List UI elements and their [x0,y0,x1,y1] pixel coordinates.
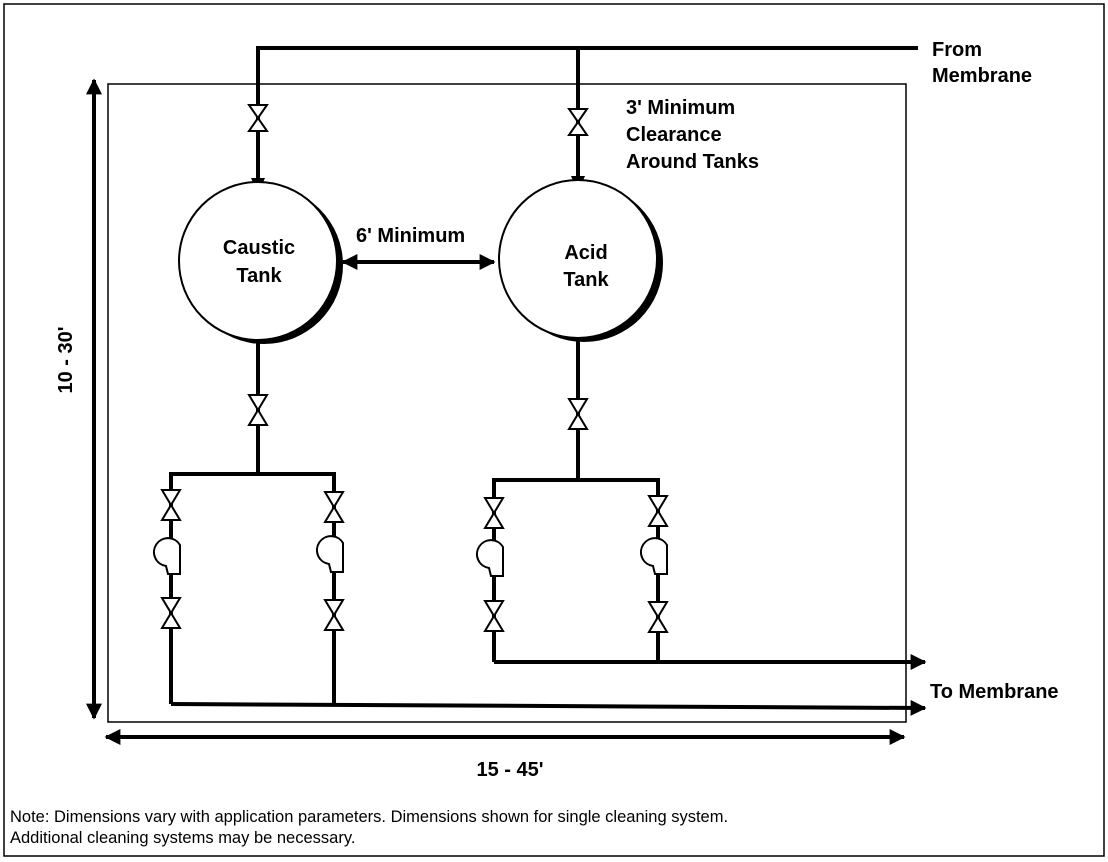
caustic-pump-manifold [169,472,336,704]
acid-pump-branch-right [639,495,669,633]
from-membrane-label: From [932,39,982,61]
note-text-2: Additional cleaning systems may be neces… [10,829,355,847]
caustic-tank-label: Caustic [223,237,295,259]
acid-tank-label-2: Tank [563,269,609,291]
acid-tank-label: Acid [564,242,607,264]
acid-tank [498,179,663,342]
caustic-tank-label-2: Tank [236,265,282,287]
acid-pump-branch-left [475,497,505,632]
note-text: Note: Dimensions vary with application p… [10,808,728,826]
valve-acid-outlet [567,398,589,430]
caustic-outlet-header [170,699,927,716]
clearance-label: 3' Minimum [626,97,735,119]
valve-acid-inlet [567,108,589,136]
clearance-boundary [107,83,907,723]
clearance-label-2: Clearance [626,124,722,146]
clearance-label-3: Around Tanks [626,151,759,173]
inlet-header-pipe [256,46,918,195]
valve-caustic-inlet [247,104,269,132]
caustic-pump-branch-right [315,491,345,631]
spacing-label: 6' Minimum [356,225,465,247]
valve-caustic-outlet [247,394,269,426]
caustic-tank [178,181,343,344]
to-membrane-label: To Membrane [930,681,1059,703]
caustic-pump-branch-left [152,489,182,629]
width-dimension-label: 15 - 45' [476,759,543,781]
outer-frame [3,3,1105,857]
height-dimension-label: 10 - 30' [55,326,77,393]
from-membrane-label-2: Membrane [932,65,1032,87]
acid-pump-manifold [492,478,660,662]
